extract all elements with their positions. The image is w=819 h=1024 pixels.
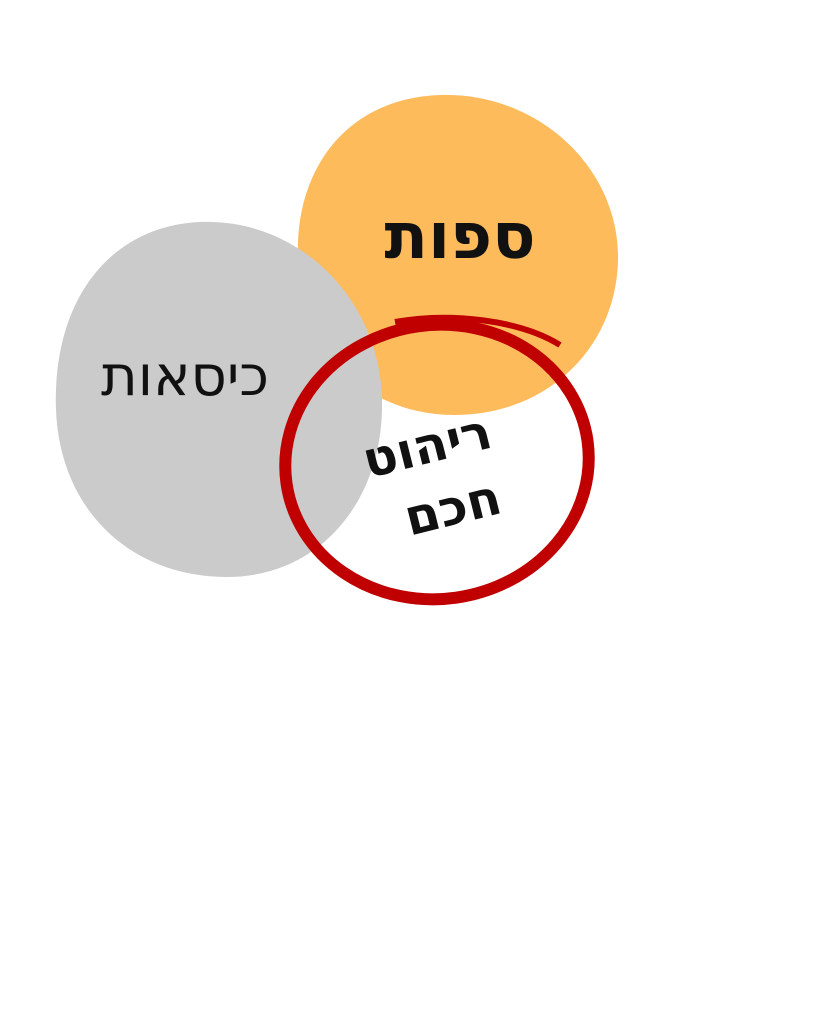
chairs-label: כיסאות xyxy=(101,344,269,409)
chairs-circle xyxy=(55,221,383,578)
ring-swoosh xyxy=(394,314,562,348)
smart-furniture-label-line2: חכם xyxy=(398,468,507,548)
sofas-label: ספות xyxy=(384,200,535,274)
smart-furniture-ring xyxy=(279,318,595,606)
